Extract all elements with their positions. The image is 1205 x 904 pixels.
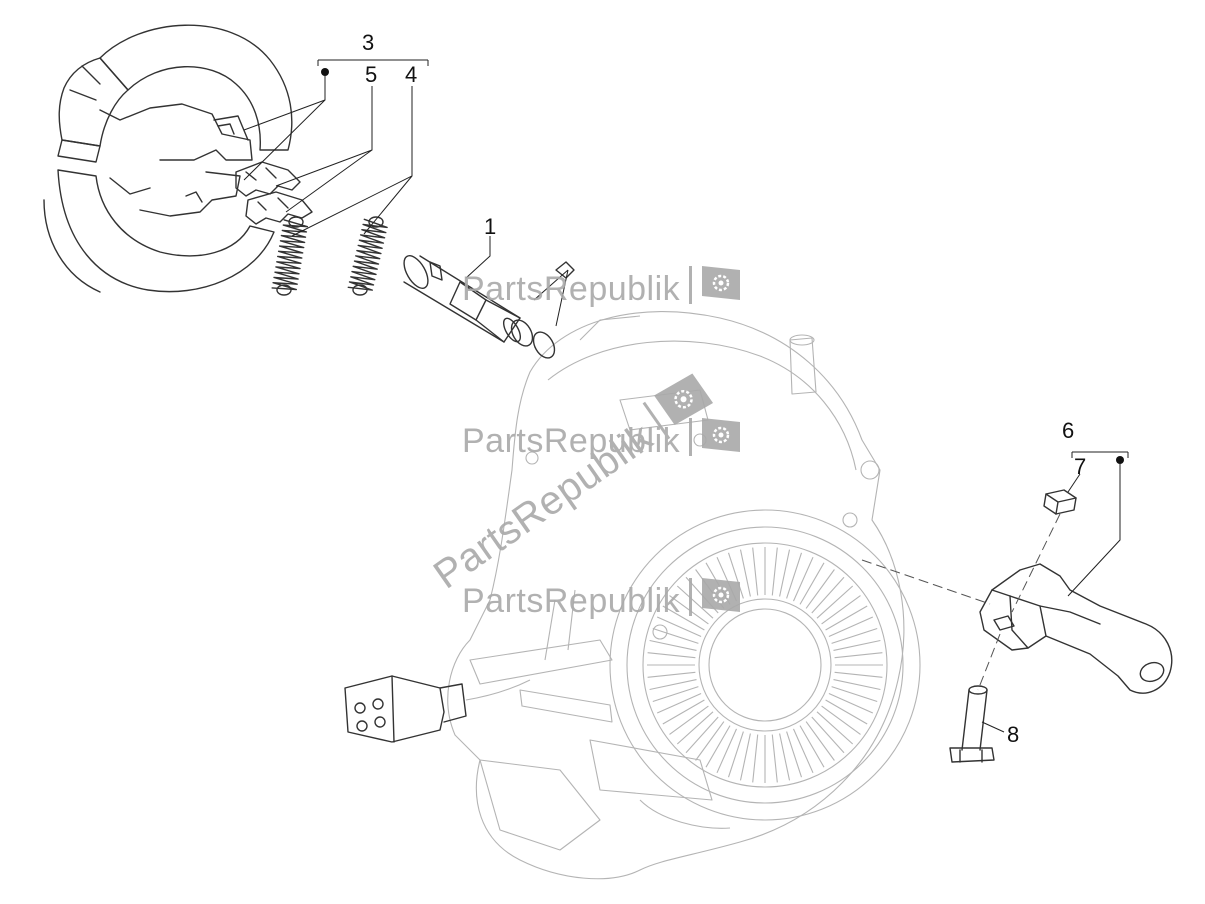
gear-flag-icon bbox=[702, 578, 740, 612]
electrical-connector bbox=[344, 675, 531, 743]
brake-shoe bbox=[43, 24, 293, 293]
callout-7: 7 bbox=[1074, 454, 1086, 479]
spacer-clips bbox=[235, 161, 313, 225]
callout-8: 8 bbox=[1007, 722, 1019, 747]
group-dot-6 bbox=[1116, 456, 1124, 464]
group-dot-3 bbox=[321, 68, 329, 76]
lever-nut bbox=[1043, 489, 1077, 515]
watermark-text: PartsRepublik bbox=[462, 270, 681, 308]
watermark-3: PartsRepublik bbox=[462, 578, 740, 620]
axis-cover-to-lever bbox=[861, 559, 991, 605]
gear-flag-icon bbox=[702, 266, 740, 300]
brake-spring-left bbox=[271, 216, 309, 296]
watermark-1: PartsRepublik bbox=[462, 266, 740, 308]
callout-numbers: 3 5 4 1 6 7 8 bbox=[362, 30, 1086, 747]
gear-flag-icon bbox=[654, 373, 714, 425]
watermark-text: PartsRepublik bbox=[462, 582, 681, 620]
callout-5: 5 bbox=[365, 62, 377, 87]
callout-1: 1 bbox=[484, 214, 496, 239]
brake-lever bbox=[979, 563, 1173, 694]
lever-bolt bbox=[949, 685, 995, 763]
gear-flag-icon bbox=[702, 418, 740, 452]
axis-nut-to-lever bbox=[1011, 513, 1061, 613]
leader-lines bbox=[243, 59, 1129, 733]
brake-cam-shaft bbox=[403, 255, 575, 359]
brake-spring-right bbox=[347, 216, 388, 296]
watermark-text: PartsRepublik bbox=[462, 422, 681, 460]
ribbed-fan-teeth bbox=[647, 547, 883, 783]
watermark-diagonal: PartsRepublik bbox=[426, 373, 714, 597]
watermark-2: PartsRepublik bbox=[462, 418, 740, 460]
callout-3: 3 bbox=[362, 30, 374, 55]
callout-6: 6 bbox=[1062, 418, 1074, 443]
axis-lever-to-bolt bbox=[977, 633, 1001, 691]
callout-4: 4 bbox=[405, 62, 417, 87]
